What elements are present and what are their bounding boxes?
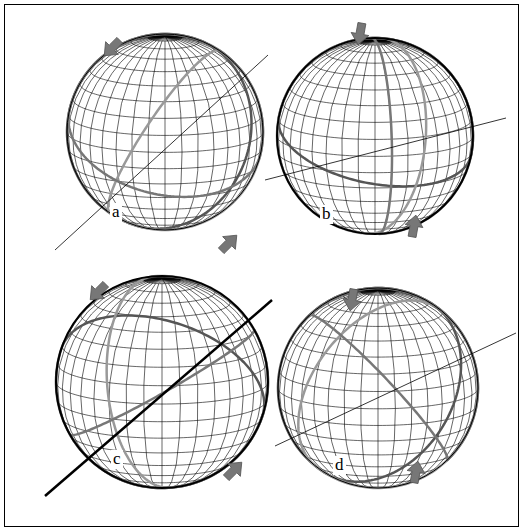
great-circle	[277, 38, 426, 234]
globe-outline	[277, 38, 473, 234]
great-circle	[68, 34, 263, 197]
great-circle	[108, 50, 263, 230]
trend-line	[275, 333, 516, 446]
stress-arrow	[349, 22, 371, 47]
panel-letter: c	[111, 450, 123, 469]
globe-outline	[56, 276, 268, 488]
great-circle	[371, 38, 473, 234]
panel-letter: d	[333, 456, 346, 475]
trend-line	[55, 55, 268, 250]
stress-arrow	[341, 288, 363, 313]
graticule	[56, 276, 268, 488]
globe-outline	[67, 34, 263, 230]
stress-arrow	[220, 456, 248, 484]
graticule	[277, 38, 473, 234]
panel-letter: a	[110, 203, 122, 222]
stress-arrow	[84, 278, 112, 306]
graticule	[67, 34, 263, 230]
stereonet-globe	[55, 34, 268, 257]
great-circle	[107, 276, 268, 488]
trend-line	[45, 300, 272, 496]
panel-letter: b	[320, 205, 333, 224]
great-circle	[298, 301, 478, 488]
stereonet-globe	[275, 288, 516, 488]
stereonet-globe	[45, 276, 272, 496]
stress-arrow	[215, 229, 243, 257]
great-circle	[278, 38, 473, 186]
great-circle	[70, 330, 268, 488]
great-circle	[309, 288, 478, 461]
stereonet-globe	[265, 22, 506, 239]
globe-outline	[278, 288, 478, 488]
stress-arrow	[403, 214, 425, 239]
graticule	[278, 288, 478, 488]
stress-arrow	[98, 34, 126, 62]
stress-arrow	[405, 460, 427, 485]
frame	[5, 5, 519, 527]
trend-line	[265, 118, 506, 180]
